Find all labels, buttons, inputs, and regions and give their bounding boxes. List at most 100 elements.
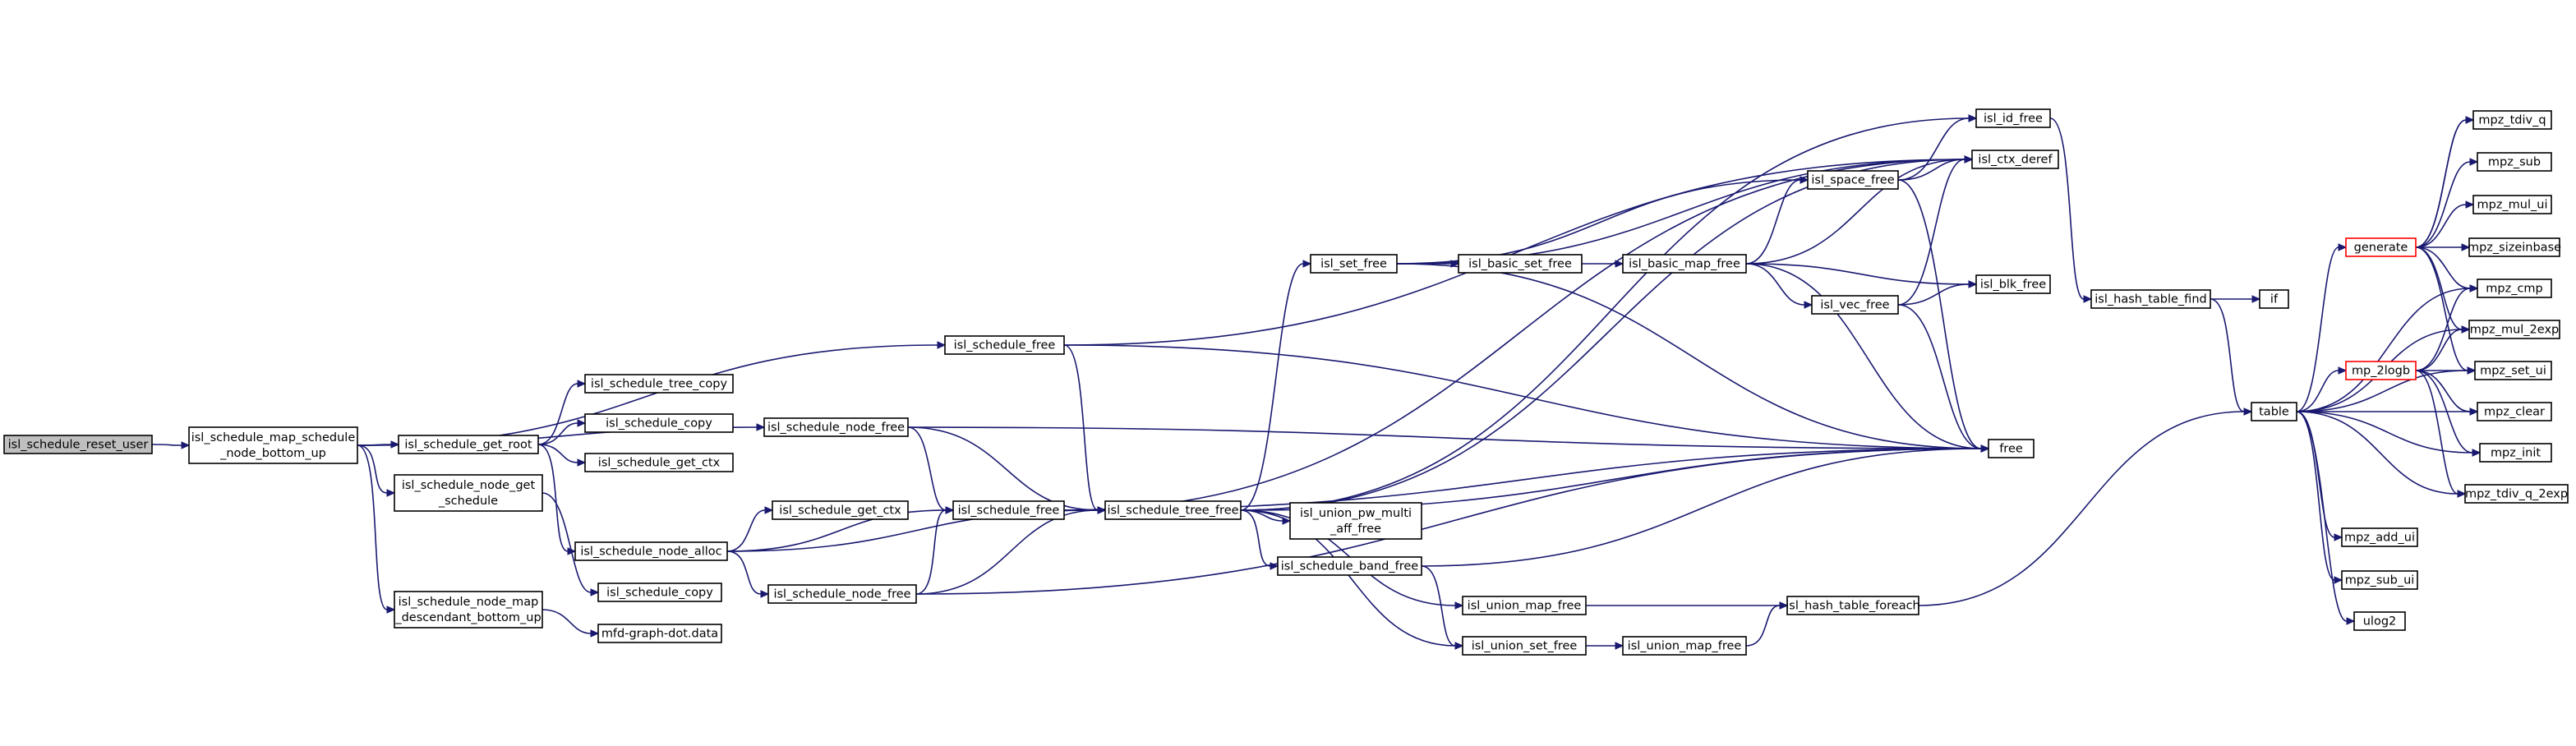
node-space-free[interactable]: isl_space_free (1807, 170, 1899, 190)
node-map-bottom-up[interactable]: isl_schedule_map_schedule_node_bottom_up (188, 426, 358, 464)
node-hash-find[interactable]: isl_hash_table_find (2090, 289, 2211, 309)
node-node-map-desc[interactable]: isl_schedule_node_map_descendant_bottom_… (394, 591, 543, 629)
edge-tree-free-to-set-free (1240, 260, 1312, 511)
node-box (1462, 636, 1587, 656)
node-label: isl_schedule_node_get (402, 479, 536, 492)
node-mpz-sub[interactable]: mpz_sub (2477, 152, 2552, 172)
edge-uset-free-to-umap-free2 (1586, 642, 1624, 650)
node-label: isl_schedule_copy (606, 417, 712, 431)
node-id-free[interactable]: isl_id_free (1975, 108, 2051, 128)
node-get-ctx2[interactable]: isl_schedule_get_ctx (772, 500, 909, 520)
node-upma-free[interactable]: isl_union_pw_multi _aff_free (1289, 502, 1422, 540)
node-box (2345, 361, 2417, 380)
edge-node-free-top-to-sched-free-mid (907, 426, 955, 514)
edge-basic-map-free-to-blk-free (1745, 263, 1978, 288)
node-label: mfd-graph-dot.data (601, 628, 718, 641)
node-vec-free[interactable]: isl_vec_free (1811, 295, 1899, 315)
node-sched-copy2[interactable]: isl_schedule_copy (597, 583, 722, 602)
node-label: isl_schedule_copy (606, 587, 713, 600)
node-mpz-tdiv-q[interactable]: mpz_tdiv_q (2472, 110, 2552, 130)
node-table[interactable]: table (2251, 402, 2297, 421)
node-label: mpz_mul_2exp (2470, 324, 2559, 337)
node-label: isl_vec_free (1820, 299, 1889, 312)
node-box (2477, 279, 2552, 298)
node-box (2341, 570, 2418, 590)
node-box (2464, 484, 2569, 504)
node-hash-foreach[interactable]: isl_hash_table_foreach (1786, 596, 1920, 615)
node-mpz-init[interactable]: mpz_init (2479, 443, 2552, 463)
node-free[interactable]: free (1988, 439, 2035, 458)
node-mfd[interactable]: mfd-graph-dot.data (597, 624, 722, 643)
node-if[interactable]: if (2259, 289, 2289, 309)
node-label: isl_basic_map_free (1629, 258, 1740, 271)
node-label: mpz_sub_ui (2345, 574, 2415, 587)
node-node-alloc[interactable]: isl_schedule_node_alloc (574, 541, 728, 561)
node-box (2345, 237, 2417, 257)
node-umap-free2[interactable]: isl_union_map_free (1622, 636, 1747, 656)
call-edges (151, 114, 2482, 650)
node-label: isl_schedule_node_map (399, 596, 539, 609)
node-mpz-add-ui[interactable]: mpz_add_ui (2341, 527, 2418, 547)
node-box (1104, 500, 1242, 520)
node-tree-copy[interactable]: isl_schedule_tree_copy (584, 374, 734, 394)
node-mpz-sub-ui[interactable]: mpz_sub_ui (2341, 570, 2418, 590)
node-basic-map-free[interactable]: isl_basic_map_free (1622, 254, 1747, 274)
node-label: table (2259, 406, 2289, 419)
node-sched-free-mid[interactable]: isl_schedule_free (952, 500, 1065, 520)
node-mpz-set-ui[interactable]: mpz_set_ui (2474, 361, 2552, 380)
node-mpz-cmp[interactable]: mpz_cmp (2477, 279, 2552, 298)
node-box (574, 541, 728, 561)
node-reset-user[interactable]: isl_schedule_reset_user (3, 435, 153, 454)
node-node-free-bot[interactable]: isl_schedule_node_free (767, 584, 917, 604)
edge-id-free-to-hash-find (2049, 117, 2093, 303)
node-node-get-schedule[interactable]: isl_schedule_node_get_schedule (394, 474, 543, 512)
node-mpz-mul-2exp[interactable]: mpz_mul_2exp (2468, 320, 2560, 339)
node-box (394, 474, 543, 512)
node-box (1458, 254, 1583, 274)
edge-vec-free-to-ctx-deref (1897, 155, 1974, 306)
node-generate[interactable]: generate (2345, 237, 2417, 257)
node-label: mpz_sizeinbase (2468, 242, 2561, 255)
node-get-root[interactable]: isl_schedule_get_root (398, 435, 539, 454)
node-uset-free[interactable]: isl_union_set_free (1462, 636, 1587, 656)
node-sched-free-top[interactable]: isl_schedule_free (944, 335, 1065, 355)
node-tree-free[interactable]: isl_schedule_tree_free (1104, 500, 1242, 520)
node-box (584, 453, 734, 472)
node-label: isl_basic_set_free (1468, 258, 1572, 271)
node-label: isl_schedule_free (954, 339, 1056, 352)
node-umap-free1[interactable]: isl_union_map_free (1462, 596, 1587, 615)
node-label: mpz_tdiv_q (2478, 114, 2546, 127)
node-box (2353, 611, 2406, 631)
node-get-ctx1[interactable]: isl_schedule_get_ctx (584, 453, 734, 472)
node-ctx-deref[interactable]: isl_ctx_deref (1971, 150, 2059, 169)
node-label: isl_union_pw_multi (1300, 507, 1412, 520)
node-mpz-tdiv-q-2exp[interactable]: mpz_tdiv_q_2exp (2464, 484, 2569, 504)
node-label: isl_id_free (1984, 113, 2043, 126)
node-node-free-top[interactable]: isl_schedule_node_free (763, 417, 909, 437)
node-mpz-clear[interactable]: mpz_clear (2477, 402, 2552, 421)
edge-get-root-to-get-ctx1 (537, 444, 587, 467)
node-mpz-sizeinbase[interactable]: mpz_sizeinbase (2468, 237, 2561, 257)
node-basic-set-free[interactable]: isl_basic_set_free (1458, 254, 1583, 274)
edge-node-free-bot-to-free (915, 444, 1990, 595)
node-mp-2logb[interactable]: mp_2logb (2345, 361, 2417, 380)
node-label: _aff_free (1329, 523, 1381, 536)
node-box (584, 413, 734, 433)
node-blk-free[interactable]: isl_blk_free (1975, 274, 2051, 294)
edge-mp-2logb-to-mpz-clear (2415, 370, 2479, 416)
edge-table-to-mpz-sub-ui (2296, 411, 2343, 584)
node-band-free[interactable]: isl_schedule_band_free (1277, 556, 1422, 576)
edge-hash-find-to-if (2210, 295, 2261, 303)
node-ulog2[interactable]: ulog2 (2353, 611, 2406, 631)
node-label: mpz_init (2491, 447, 2541, 460)
node-sched-copy1[interactable]: isl_schedule_copy (584, 413, 734, 433)
node-label: ulog2 (2363, 615, 2397, 629)
node-set-free[interactable]: isl_set_free (1310, 254, 1398, 274)
node-box (2477, 152, 2552, 172)
node-label: mpz_sub (2488, 156, 2541, 169)
edge-generate-to-mpz-sub (2415, 158, 2479, 248)
node-mpz-mul-ui[interactable]: mpz_mul_ui (2472, 195, 2552, 214)
node-label: isl_union_set_free (1472, 640, 1578, 653)
node-label: isl_schedule_reset_user (8, 439, 149, 452)
node-box (188, 426, 358, 464)
